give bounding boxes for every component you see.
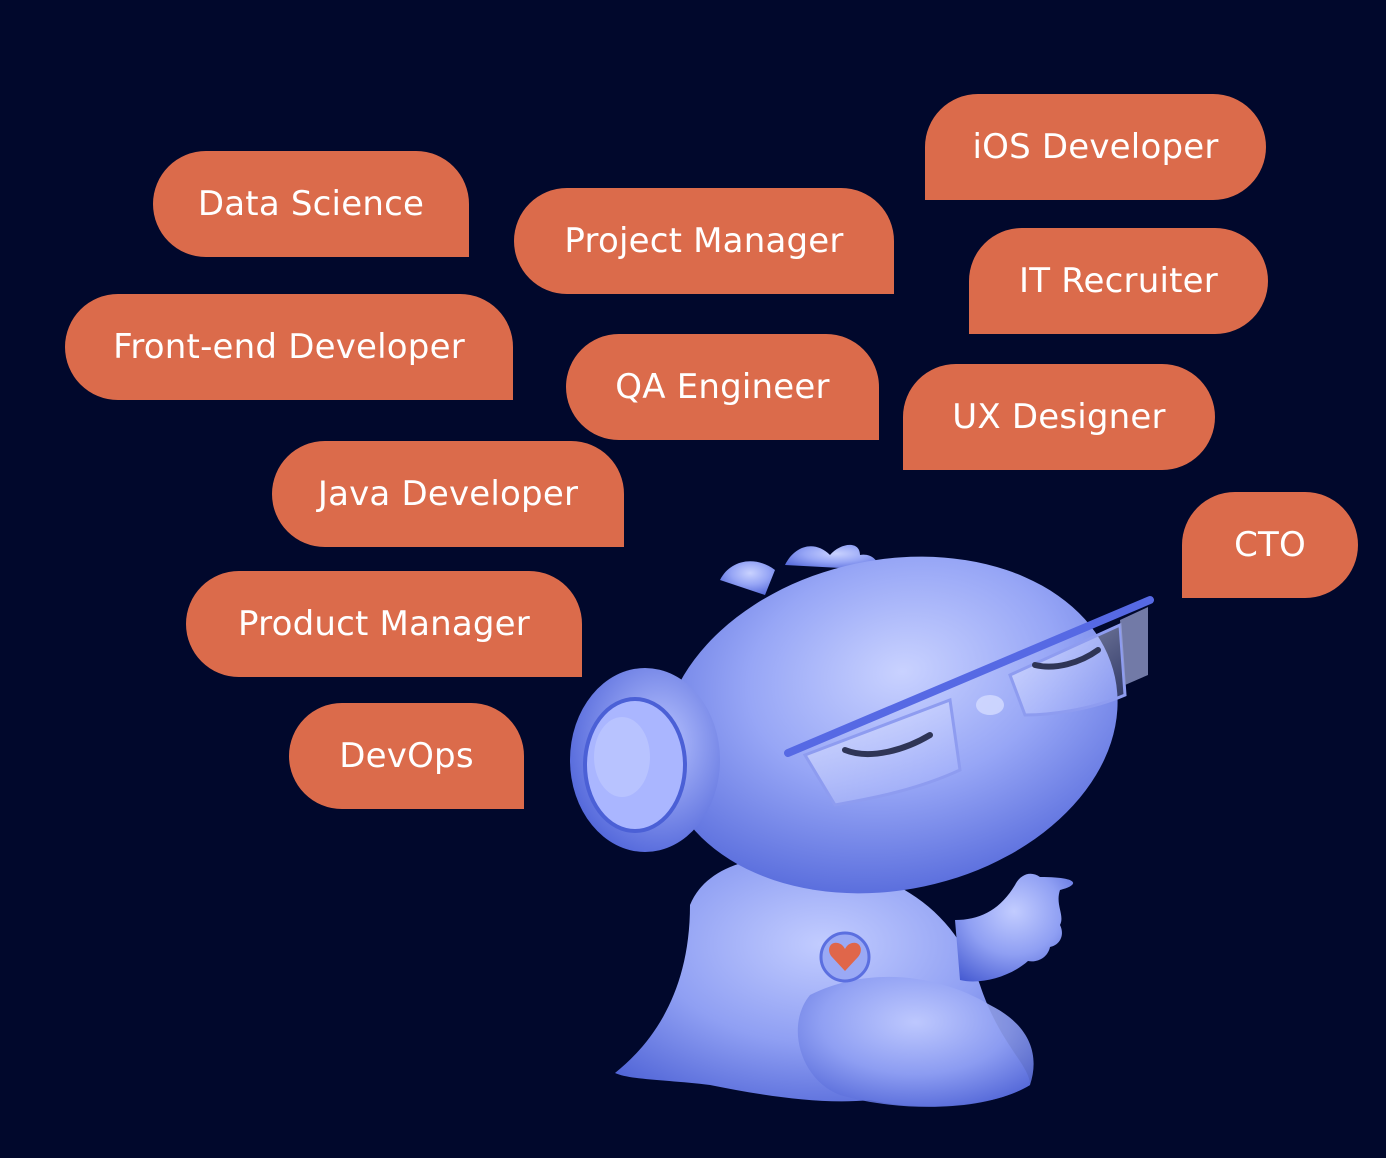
role-bubble-front-end-developer: Front-end Developer [65,294,513,400]
role-bubble-cto: CTO [1182,492,1358,598]
role-bubble-project-manager: Project Manager [514,188,894,294]
role-bubble-ux-designer: UX Designer [903,364,1215,470]
role-bubble-data-science: Data Science [153,151,469,257]
role-bubble-qa-engineer: QA Engineer [566,334,879,440]
role-bubble-devops: DevOps [289,703,524,809]
role-bubble-ios-developer: iOS Developer [925,94,1266,200]
role-bubble-it-recruiter: IT Recruiter [969,228,1268,334]
mascot-illustration [570,544,1154,1107]
role-bubble-product-manager: Product Manager [186,571,582,677]
role-bubble-java-developer: Java Developer [272,441,624,547]
mascot-body [615,856,1074,1107]
mascot-head [570,544,1118,894]
heart-icon [829,942,861,971]
glasses-icon [784,596,1154,807]
